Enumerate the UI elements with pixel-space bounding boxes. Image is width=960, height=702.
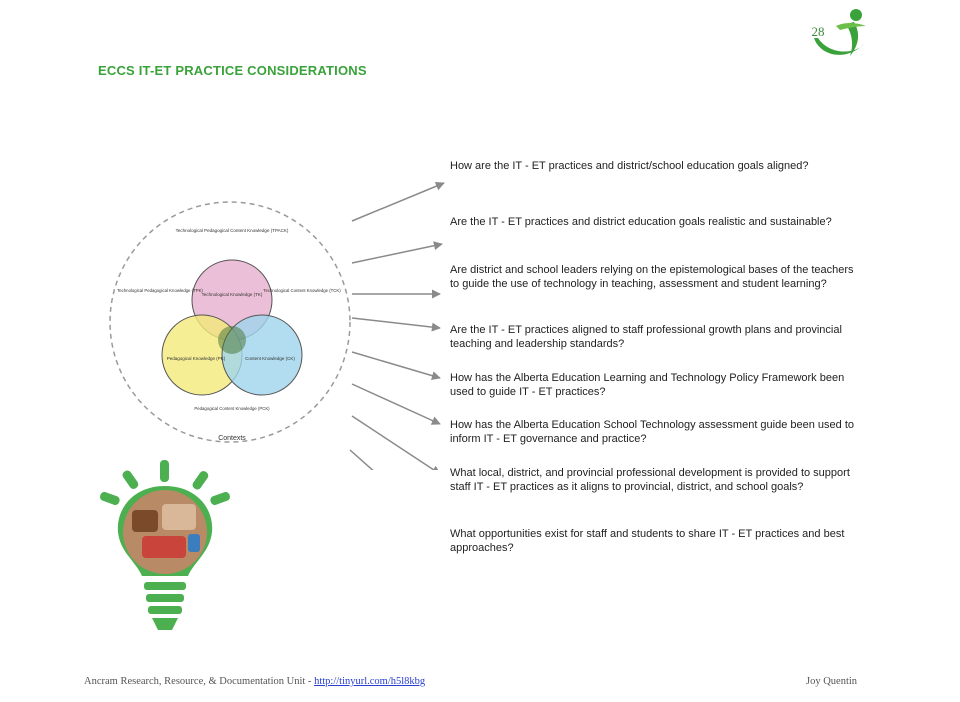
ped-circle-label: Pedagogical Knowledge (PK) bbox=[167, 356, 226, 361]
arrow-7 bbox=[351, 415, 441, 470]
question-item: Are district and school leaders relying … bbox=[450, 264, 854, 290]
arrow-4 bbox=[351, 317, 441, 332]
question-item: What local, district, and provincial pro… bbox=[450, 467, 850, 493]
arrow-5 bbox=[351, 351, 441, 381]
classroom-photo bbox=[123, 490, 207, 574]
context-circle bbox=[109, 201, 351, 443]
tpack-diagram: Technological Knowledge (TK) Pedagogical… bbox=[109, 181, 445, 470]
arrow-8 bbox=[349, 449, 374, 470]
question-item: Are the IT - ET practices aligned to sta… bbox=[450, 324, 842, 350]
slide-title: ECCS IT-ET PRACTICE CONSIDERATIONS bbox=[98, 63, 367, 78]
pck-label: Pedagogical Content Knowledge (PCK) bbox=[194, 406, 270, 411]
person-logo-icon bbox=[814, 9, 866, 56]
arrow-1 bbox=[351, 181, 445, 222]
arrow-6 bbox=[351, 383, 441, 425]
content-circle-label: Content Knowledge (CK) bbox=[245, 356, 295, 361]
question-item: How are the IT - ET practices and distri… bbox=[450, 160, 809, 172]
footer-credit: Ancram Research, Resource, & Documentati… bbox=[84, 676, 425, 687]
footer-credit-text: Ancram Research, Resource, & Documentati… bbox=[84, 676, 315, 687]
contexts-label: Contexts bbox=[218, 435, 246, 442]
question-item: What opportunities exist for staff and s… bbox=[450, 528, 845, 554]
tpk-label: Technological Pedagogical Knowledge (TPK… bbox=[117, 288, 203, 293]
tpack-label: Technological Pedagogical Content Knowle… bbox=[176, 228, 289, 233]
arrow-2 bbox=[351, 241, 443, 264]
footer-link[interactable]: http://tinyurl.com/h5l8kbg bbox=[314, 676, 426, 687]
question-item: How has the Alberta Education School Tec… bbox=[450, 419, 855, 445]
question-item: How has the Alberta Education Learning a… bbox=[450, 372, 845, 398]
page-number: 28 bbox=[811, 24, 825, 39]
footer-author: Joy Quentin bbox=[806, 676, 858, 687]
question-item: Are the IT - ET practices and district e… bbox=[450, 216, 832, 228]
lightbulb-icon bbox=[100, 460, 230, 630]
tck-label: Technological Content Knowledge (TCK) bbox=[263, 288, 341, 293]
tech-circle-label: Technological Knowledge (TK) bbox=[202, 292, 263, 297]
tpack-center-overlap bbox=[218, 326, 246, 354]
